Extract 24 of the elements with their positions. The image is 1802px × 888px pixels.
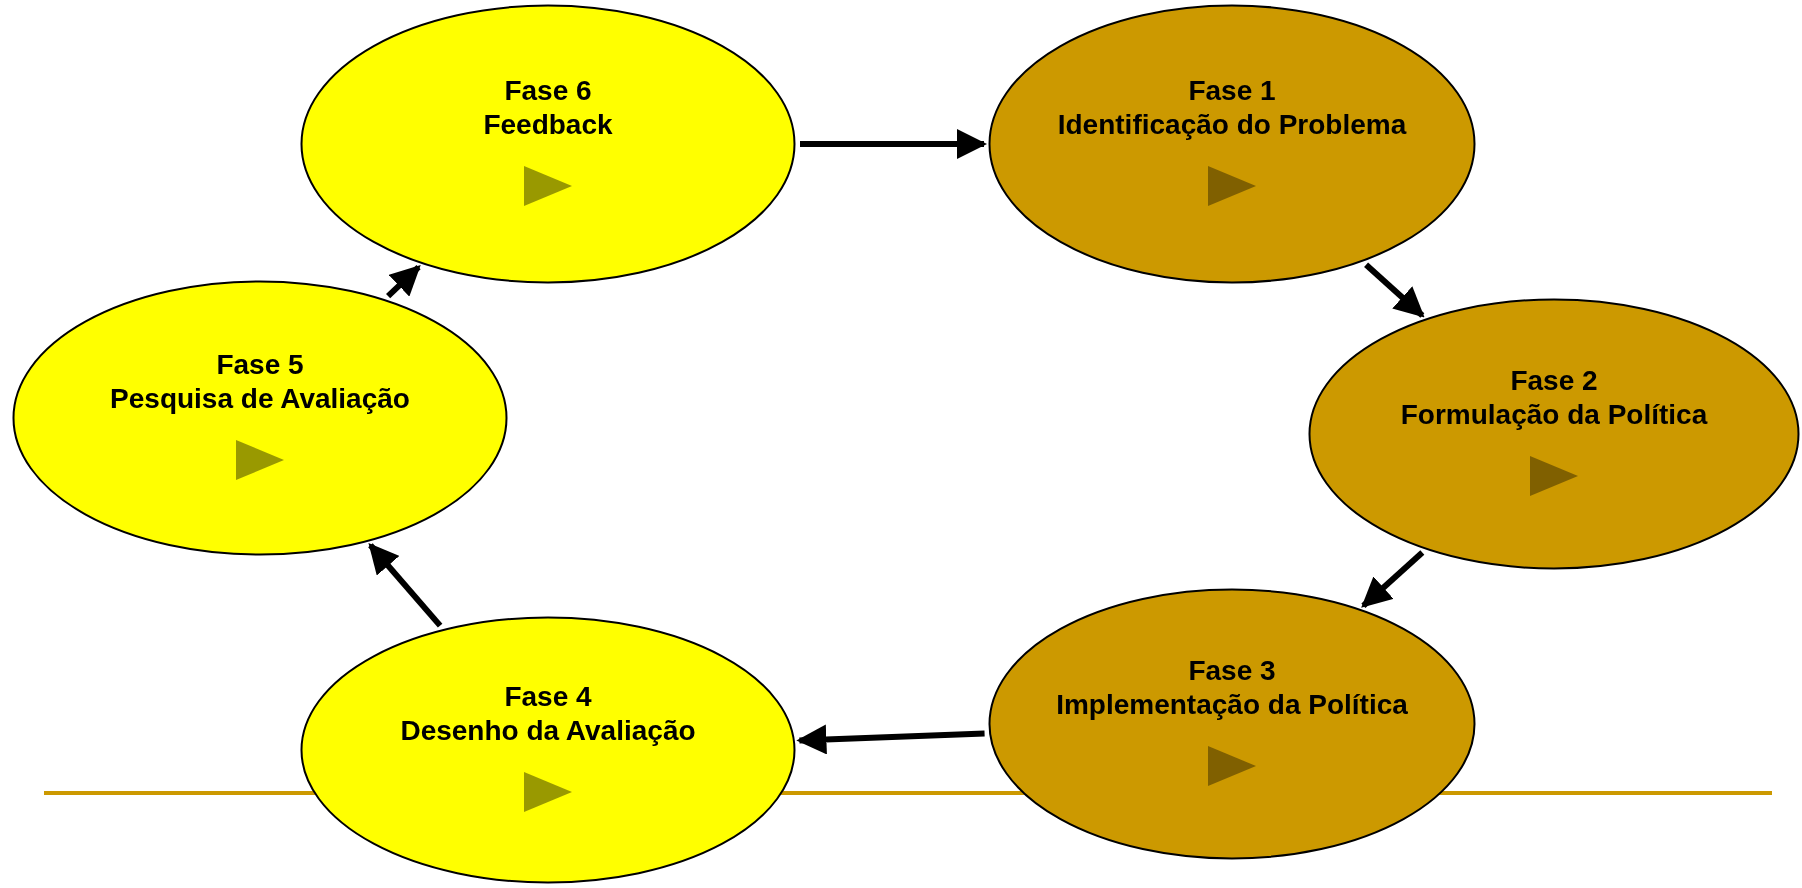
phase-ellipse: [1308, 298, 1800, 570]
phase-label: Fase 3: [1187, 654, 1277, 688]
phase-label: Fase 6: [503, 74, 593, 108]
phase-label: Formulação da Política: [1399, 398, 1709, 432]
arrow: [368, 543, 443, 628]
arrow: [796, 724, 985, 755]
phase-label: Fase 5: [215, 348, 305, 382]
phase-ellipse: [988, 4, 1476, 284]
phase-label: Feedback: [482, 108, 614, 142]
phase-label: Identificação do Problema: [1056, 108, 1408, 142]
phase-label: Fase 2: [1509, 364, 1599, 398]
phase-label: Fase 4: [503, 680, 593, 714]
arrow: [800, 129, 987, 159]
phase-label: Desenho da Avaliação: [399, 714, 697, 748]
arrow: [1364, 262, 1425, 318]
phase-ellipse: [300, 4, 796, 284]
phase-label: Pesquisa de Avaliação: [109, 382, 411, 416]
phase-ellipse: [300, 616, 796, 884]
phase-ellipse: [12, 280, 508, 556]
phase-label: Fase 1: [1187, 74, 1277, 108]
arrow: [1361, 550, 1425, 608]
arrow: [386, 265, 421, 299]
phase-ellipse: [988, 588, 1476, 860]
phase-label: Implementação da Política: [1055, 688, 1409, 722]
